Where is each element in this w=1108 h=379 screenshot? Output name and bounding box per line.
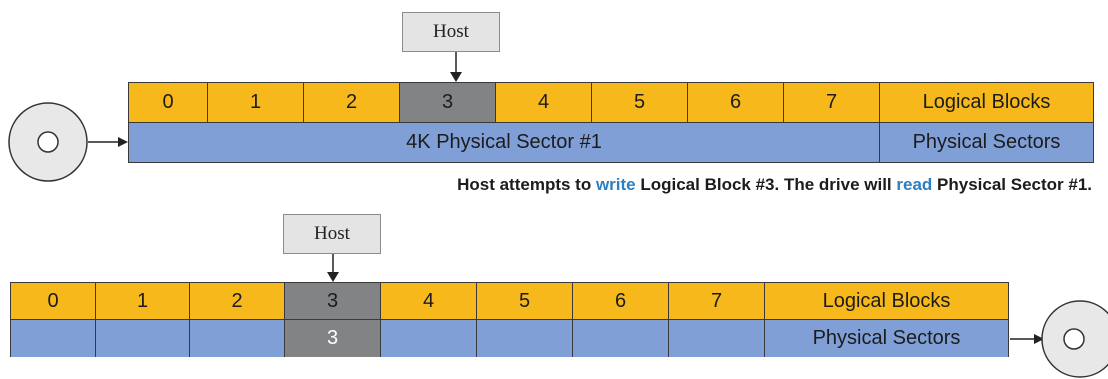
top-physical-sector-1: 4K Physical Sector #1 [128, 122, 880, 163]
bottom-logical-block-3: 3 [284, 282, 381, 320]
bottom-physical-sector-cell-6 [572, 319, 669, 357]
disk-icon [1041, 300, 1108, 378]
bottom-logical-block-6: 6 [572, 282, 669, 320]
top-logical-blocks-label: Logical Blocks [879, 82, 1094, 123]
bottom-physical-sector-cell-2 [189, 319, 285, 357]
bottom-physical-sector-cell-0 [10, 319, 96, 357]
top-logical-block-2: 2 [303, 82, 400, 123]
bottom-logical-block-2: 2 [189, 282, 285, 320]
bottom-physical-sector-cell-1 [95, 319, 190, 357]
top-logical-block-4: 4 [495, 82, 592, 123]
top-logical-block-6: 6 [687, 82, 784, 123]
top-logical-block-7: 7 [783, 82, 880, 123]
top-host-label: Host [433, 21, 469, 42]
write-keyword: write [595, 175, 636, 194]
bottom-physical-sector-cell-7 [668, 319, 765, 357]
top-logical-block-1: 1 [207, 82, 304, 123]
bottom-logical-block-1: 1 [95, 282, 190, 320]
top-physical-sectors-label: Physical Sectors [879, 122, 1094, 163]
bottom-disk-arrow [1010, 334, 1044, 344]
caption: Host attempts to write Logical Block #3.… [457, 175, 1092, 194]
bottom-logical-block-4: 4 [380, 282, 477, 320]
bottom-host-label: Host [314, 223, 350, 244]
top-logical-block-5: 5 [591, 82, 688, 123]
bottom-host-arrow [327, 254, 339, 282]
top-logical-block-0: 0 [128, 82, 208, 123]
bottom-logical-block-5: 5 [476, 282, 573, 320]
top-host-box: Host [402, 12, 500, 52]
top-disk-arrow [88, 137, 128, 147]
bottom-physical-sector-cell-5 [476, 319, 573, 357]
disk-icon [8, 102, 88, 182]
top-host-arrow [450, 52, 462, 82]
bottom-physical-sectors-label: Physical Sectors [764, 319, 1009, 357]
top-logical-block-3: 3 [399, 82, 496, 123]
bottom-physical-sector-cell-3: 3 [284, 319, 381, 357]
bottom-logical-blocks-label: Logical Blocks [764, 282, 1009, 320]
bottom-logical-block-7: 7 [668, 282, 765, 320]
bottom-host-box: Host [283, 214, 381, 254]
bottom-physical-sector-cell-4 [380, 319, 477, 357]
read-keyword: read [896, 175, 933, 194]
bottom-logical-block-0: 0 [10, 282, 96, 320]
